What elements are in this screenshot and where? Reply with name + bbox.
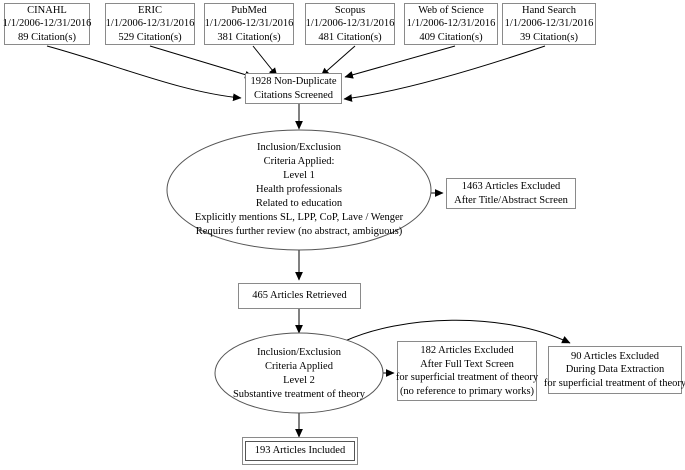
edge-level2-to-excluded-data-extraction bbox=[344, 319, 571, 344]
source-citations: 381 Citation(s) bbox=[217, 31, 281, 43]
excluded-full-text-line-3: for superficial treatment of theory bbox=[395, 372, 539, 383]
edge-cinahl-to-screened bbox=[46, 45, 242, 102]
source-date-range: 1/1/2006-12/31/2016 bbox=[504, 18, 594, 30]
excluded-title-abstract-line-2: After Title/Abstract Screen bbox=[454, 194, 568, 206]
edge-eric-to-screened bbox=[149, 45, 254, 79]
excluded-data-extraction-line-1: 90 Articles Excluded bbox=[570, 350, 660, 362]
source-citations: 529 Citation(s) bbox=[118, 31, 182, 43]
articles-included-label: 193 Articles Included bbox=[254, 445, 346, 457]
excluded-data-extraction-line-3: for superficial treatment of theory bbox=[543, 377, 685, 389]
excluded-title-abstract-line-1: 1463 Articles Excluded bbox=[461, 181, 561, 192]
source-name: ERIC bbox=[138, 4, 162, 16]
source-date-range: 1/1/2006-12/31/2016 bbox=[305, 18, 395, 30]
level1-criteria-ellipse-outline bbox=[166, 129, 432, 251]
excluded-data-extraction-box[interactable]: 90 Articles Excluded During Data Extract… bbox=[544, 346, 685, 394]
screened-line-2: Citations Screened bbox=[253, 89, 334, 101]
source-date-range: 1/1/2006-12/31/2016 bbox=[406, 18, 496, 30]
source-citations: 481 Citation(s) bbox=[318, 31, 382, 43]
source-box-web-of-science[interactable]: Web of Science 1/1/2006-12/31/2016 409 C… bbox=[404, 3, 498, 45]
source-box-pubmed[interactable]: PubMed 1/1/2006-12/31/2016 381 Citation(… bbox=[204, 3, 294, 45]
excluded-full-text-line-1: 182 Articles Excluded bbox=[420, 345, 514, 356]
articles-included-box[interactable]: 193 Articles Included bbox=[242, 437, 358, 465]
edge-webofscience-to-screened bbox=[344, 45, 456, 79]
excluded-title-abstract-box[interactable]: 1463 Articles Excluded After Title/Abstr… bbox=[446, 178, 576, 209]
level2-criteria-ellipse-outline bbox=[214, 332, 384, 414]
screened-citations-box[interactable]: 1928 Non-Duplicate Citations Screened bbox=[245, 73, 342, 104]
source-name: Scopus bbox=[334, 4, 366, 16]
source-name: Web of Science bbox=[418, 4, 484, 16]
source-date-range: 1/1/2006-12/31/2016 bbox=[204, 18, 294, 30]
excluded-data-extraction-line-2: During Data Extraction bbox=[565, 364, 665, 376]
source-name: CINAHL bbox=[27, 4, 67, 16]
source-name: Hand Search bbox=[522, 4, 576, 16]
source-box-hand-search[interactable]: Hand Search 1/1/2006-12/31/2016 39 Citat… bbox=[502, 3, 596, 45]
source-date-range: 1/1/2006-12/31/2016 bbox=[105, 18, 195, 30]
excluded-full-text-line-2: After Full Text Screen bbox=[420, 358, 514, 370]
source-citations: 409 Citation(s) bbox=[419, 31, 483, 43]
excluded-full-text-box[interactable]: 182 Articles Excluded After Full Text Sc… bbox=[395, 341, 539, 401]
source-box-scopus[interactable]: Scopus 1/1/2006-12/31/2016 481 Citation(… bbox=[305, 3, 395, 45]
articles-retrieved-box[interactable]: 465 Articles Retrieved bbox=[238, 283, 361, 309]
source-date-range: 1/1/2006-12/31/2016 bbox=[2, 18, 92, 30]
source-box-eric[interactable]: ERIC 1/1/2006-12/31/2016 529 Citation(s) bbox=[105, 3, 195, 45]
source-citations: 89 Citation(s) bbox=[17, 31, 77, 43]
source-citations: 39 Citation(s) bbox=[519, 31, 579, 43]
edge-pubmed-to-screened bbox=[252, 45, 278, 77]
edge-scopus-to-screened bbox=[320, 45, 356, 77]
articles-retrieved-label: 465 Articles Retrieved bbox=[252, 290, 347, 302]
excluded-full-text-line-4: (no reference to primary works) bbox=[399, 385, 535, 397]
articles-included-inner: 193 Articles Included bbox=[245, 441, 355, 461]
source-name: PubMed bbox=[231, 4, 267, 16]
edge-handsearch-to-screened bbox=[343, 45, 546, 102]
screened-line-1: 1928 Non-Duplicate bbox=[250, 76, 337, 87]
source-box-cinahl[interactable]: CINAHL 1/1/2006-12/31/2016 89 Citation(s… bbox=[2, 3, 92, 45]
